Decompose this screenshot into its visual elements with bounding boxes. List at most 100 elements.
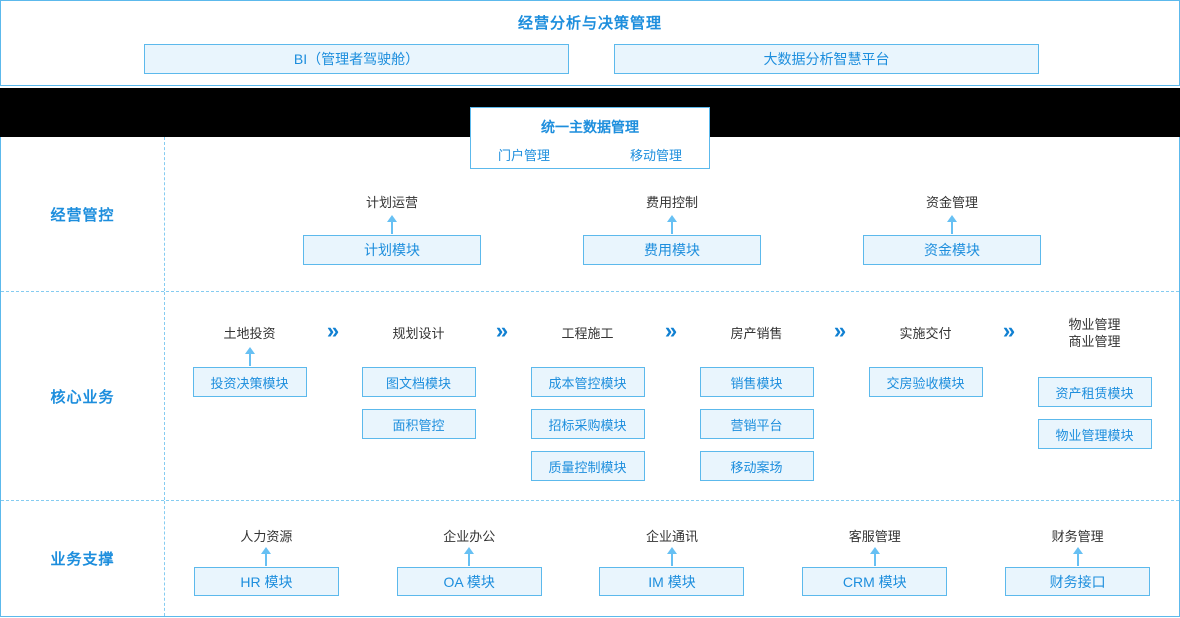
chevron-right-icon: » [495,318,509,343]
lane-content: 土地投资投资决策模块规划设计图文档模块面积管控工程施工成本管控模块招标采购模块质… [165,292,1179,500]
stage-label-line: 企业办公 [443,529,496,544]
module-stack: 交房验收模块 [868,367,983,397]
module-box: CRM 模块 [802,567,948,596]
lane-label: 核心业务 [50,388,115,406]
master-data-panel: 统一主数据管理 门户管理移动管理 [470,107,710,169]
module-box: 成本管控模块 [530,367,645,397]
up-arrow-icon [464,547,475,566]
up-arrow-head [387,215,397,222]
business-support-column: 人力资源 HR 模块 [165,501,368,616]
core-business-column: 工程施工成本管控模块招标采购模块质量控制模块 [503,292,672,500]
up-arrow-head [1072,547,1083,554]
stage-label-line: 房产销售 [730,325,783,341]
platform-box-label: 大数据分析智慧平台 [763,51,890,67]
up-arrow-stem [468,554,471,566]
module-stack: 财务接口 [1005,547,1151,596]
stage-label: 物业管理商业管理 [1068,310,1120,356]
stage-label: 财务管理 [1052,528,1104,545]
stage-label-line: 物业管理 [1068,317,1121,332]
master-data-item: 门户管理 [498,148,551,163]
up-arrow-stem [265,554,268,566]
up-arrow-head [244,347,255,354]
core-business-column: 房产销售销售模块营销平台移动案场 [672,292,841,500]
module-box: IM 模块 [599,567,745,596]
up-arrow-head [667,215,677,222]
up-arrow-head [666,547,677,554]
module-box: OA 模块 [396,567,542,596]
up-arrow-stem [951,222,953,234]
chevron-right-icon: » [1002,318,1016,343]
module-box: 投资决策模块 [192,367,307,397]
business-support-column: 企业办公 OA 模块 [368,501,571,616]
stage-label: 企业办公 [443,528,495,545]
up-arrow-stem [671,222,673,234]
stage-label: 资金管理 [926,194,978,211]
up-arrow-head [261,547,272,554]
module-stack: OA 模块 [396,547,542,596]
management-control-column: 计划运营计划模块 [252,137,532,291]
module-box: 销售模块 [699,367,814,397]
stage-label-line: 费用控制 [645,195,698,210]
module-stack: HR 模块 [193,547,339,596]
module-stack: 资产租赁模块物业管理模块 [1037,377,1152,449]
module-box: 财务接口 [1005,567,1151,596]
analysis-section: 经营分析与决策管理 BI（管理者驾驶舱）大数据分析智慧平台 [0,0,1180,86]
up-arrow-stem [248,354,251,366]
up-arrow-head [947,215,957,222]
module-stack: 费用模块 [583,215,761,265]
stage-label-line: 工程施工 [561,325,614,341]
lanes-container: 经营管控计划运营计划模块费用控制费用模块资金管理资金模块核心业务土地投资投资决策… [0,137,1180,617]
module-box: 物业管理模块 [1037,419,1152,449]
up-arrow-stem [391,222,393,234]
stage-label: 土地投资 [223,310,275,356]
master-data-items: 门户管理移动管理 [471,145,709,164]
lane-label-zone: 核心业务 [1,292,165,500]
lane-label-zone: 经营管控 [1,137,165,291]
module-stack: 资金模块 [863,215,1041,265]
module-box: 移动案场 [699,451,814,481]
module-stack: IM 模块 [599,547,745,596]
up-arrow-head [464,547,475,554]
module-stack: 投资决策模块 [192,347,307,397]
module-box: HR 模块 [193,567,339,596]
core-business-column: 实施交付交房验收模块 [841,292,1010,500]
chevron-right-icon: » [664,318,678,343]
up-arrow-icon [869,547,880,566]
up-arrow-stem [670,554,673,566]
stage-label: 企业通讯 [646,528,698,545]
master-data-title: 统一主数据管理 [541,119,639,135]
module-box: 资金模块 [863,235,1041,265]
module-box: 资产租赁模块 [1037,377,1152,407]
chevron-right-icon: » [326,318,340,343]
up-arrow-icon [947,215,957,234]
stage-label-line: 实施交付 [899,325,952,341]
stage-label-line: 人力资源 [240,529,293,544]
stage-label: 计划运营 [366,194,418,211]
module-box: 面积管控 [361,409,476,439]
module-stack: 成本管控模块招标采购模块质量控制模块 [530,367,645,481]
up-arrow-icon [666,547,677,566]
business-support-column: 企业通讯 IM 模块 [571,501,774,616]
stage-label-line: 计划运营 [365,195,418,210]
module-box: 计划模块 [303,235,481,265]
module-box: 招标采购模块 [530,409,645,439]
module-stack: 计划模块 [303,215,481,265]
management-control-column: 费用控制费用模块 [532,137,812,291]
stage-label-line: 土地投资 [223,325,276,341]
module-stack: 销售模块营销平台移动案场 [699,367,814,481]
core-business-column: 土地投资投资决策模块 [165,292,334,500]
stage-label-line: 规划设计 [392,325,445,341]
module-box: 营销平台 [699,409,814,439]
stage-label: 实施交付 [899,310,951,356]
stage-label-line: 财务管理 [1051,529,1104,544]
stage-label: 规划设计 [392,310,444,356]
up-arrow-head [869,547,880,554]
up-arrow-icon [1072,547,1083,566]
lane-content: 计划运营计划模块费用控制费用模块资金管理资金模块 [165,137,1179,291]
module-stack: 图文档模块面积管控 [361,367,476,439]
stage-label: 工程施工 [561,310,613,356]
platform-box-label: BI（管理者驾驶舱） [293,51,420,67]
